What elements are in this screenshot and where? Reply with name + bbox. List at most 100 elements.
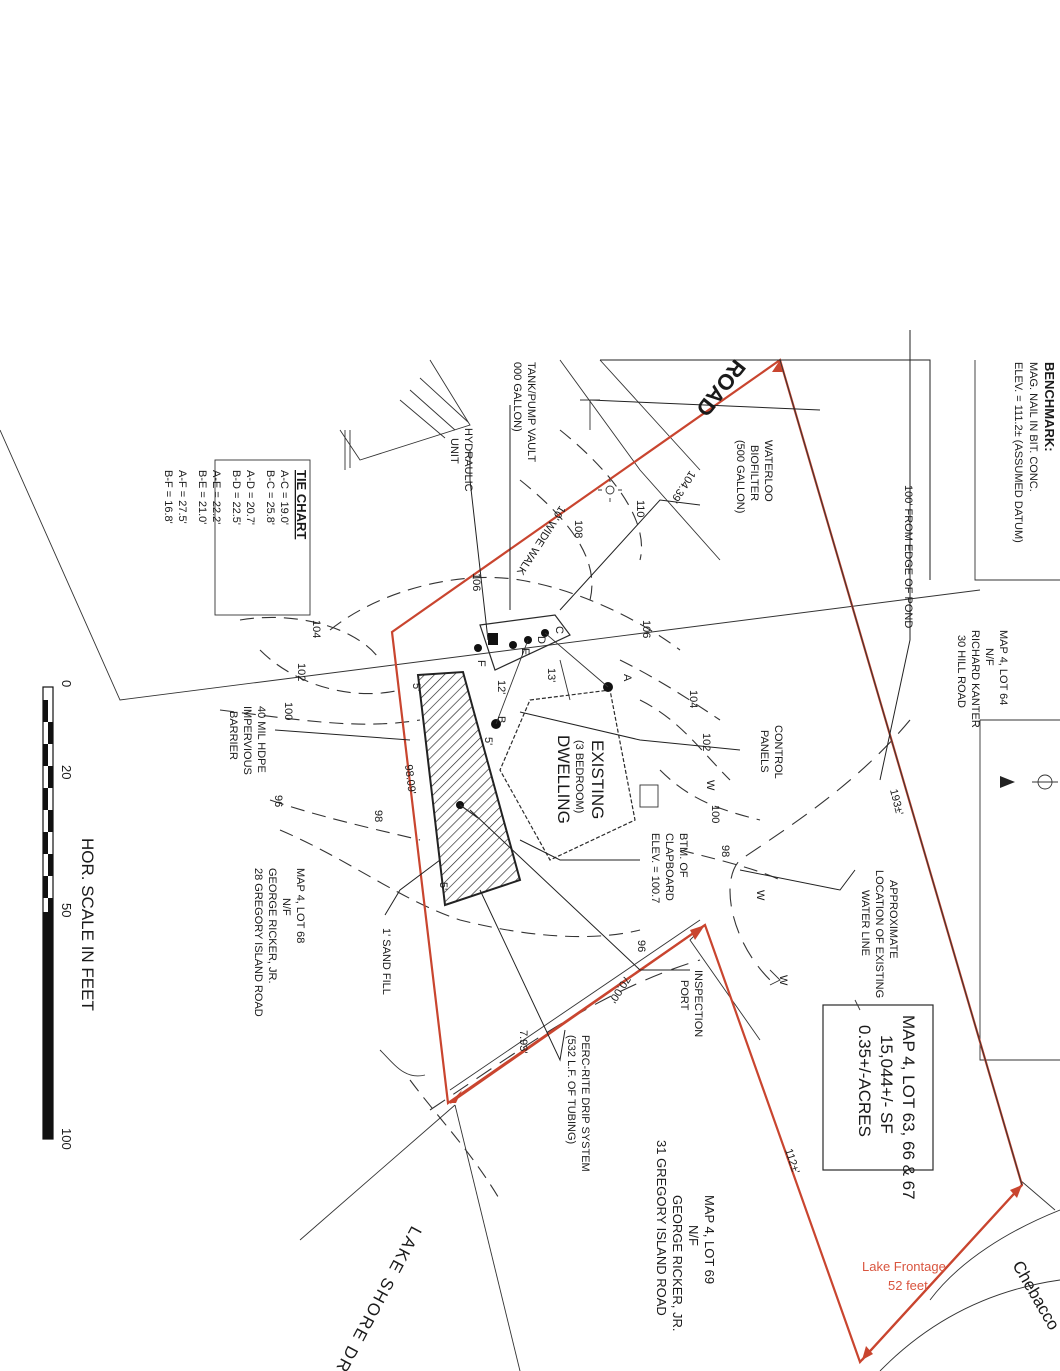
svg-text:0.35+/-ACRES: 0.35+/-ACRES	[855, 1025, 874, 1137]
lot-line-east-2	[979, 720, 1060, 1061]
svg-text:PORT: PORT	[678, 980, 690, 1011]
light-pole-icon	[598, 478, 622, 502]
dim-98-09: 98.09'	[402, 764, 418, 795]
leader-hydraulic	[469, 450, 489, 641]
road-edge	[599, 359, 701, 471]
svg-text:BIOFILTER: BIOFILTER	[748, 445, 760, 501]
svg-text:PANELS: PANELS	[758, 730, 770, 773]
tie-point-f	[474, 644, 482, 652]
contour-label: 102	[295, 663, 307, 681]
contour-106	[329, 576, 681, 651]
leader-control	[519, 711, 741, 751]
leader-pond	[879, 330, 911, 781]
svg-text:CLAPBOARD: CLAPBOARD	[663, 833, 675, 901]
scale-tick-0: 0	[59, 680, 74, 687]
tie-chart-box	[214, 459, 311, 616]
structure-edge	[344, 430, 351, 470]
lake-frontage-value: 52 feet	[888, 1278, 928, 1293]
black-diagonal	[449, 919, 701, 1091]
contour-96	[279, 829, 641, 938]
svg-text:RICHARD KANTER: RICHARD KANTER	[969, 630, 981, 728]
svg-text:28 GREGORY ISLAND ROAD: 28 GREGORY ISLAND ROAD	[252, 868, 264, 1017]
existing-dwelling	[499, 689, 636, 861]
dwelling-steps	[639, 784, 659, 808]
svg-text:MAP 4, LOT 69: MAP 4, LOT 69	[702, 1195, 717, 1284]
dim-13: 13'	[545, 668, 557, 682]
svg-text:15,044+/- SF: 15,044+/- SF	[877, 1035, 896, 1134]
leader-biofilter	[559, 499, 701, 611]
svg-text:BENCHMARK:: BENCHMARK:	[1042, 362, 1057, 452]
offset-line	[779, 359, 1023, 1186]
dim-104-39: 104.39'	[668, 468, 698, 505]
svg-text:INSPECTION: INSPECTION	[692, 970, 704, 1037]
road-label: ROAD	[691, 355, 751, 421]
boundary-arrowhead-2	[450, 1090, 462, 1103]
waterline-end	[769, 969, 781, 986]
pond-edge	[929, 1209, 1060, 1301]
svg-text:B-C = 25.8': B-C = 25.8'	[264, 470, 276, 525]
tank-pump-vault	[479, 614, 571, 671]
frontage-arrowhead-1	[862, 1346, 873, 1360]
svg-text:HYDRAULIC: HYDRAULIC	[462, 428, 474, 492]
control-callout: CONTROL PANELS	[758, 725, 784, 779]
dim-5c: 5'	[437, 882, 449, 890]
dim-70: 70.00'	[606, 973, 632, 1004]
waterline-mark: W	[704, 780, 716, 791]
lake-drive-edge-1	[454, 1104, 521, 1371]
svg-text:GEORGE RICKER, JR.: GEORGE RICKER, JR.	[266, 868, 278, 984]
lake-shore-drive-label: LAKE SHORE DRIVE	[316, 1223, 425, 1371]
tie-chart: TIE CHART A-C = 19.0' B-C = 25.8' A-D = …	[162, 470, 309, 539]
label-b: B	[495, 716, 507, 723]
tie-lines	[495, 632, 609, 725]
pond-corner	[1019, 1179, 1056, 1211]
scale-tick-100: 100	[59, 1128, 74, 1150]
hdpe-callout: 40 MIL HDPE IMPERVIOUS BARRIER	[227, 706, 267, 775]
svg-text:MAP 4, LOT 64: MAP 4, LOT 64	[997, 630, 1009, 705]
waterline-mark: W	[754, 890, 766, 901]
svg-text:BTM. OF: BTM. OF	[677, 833, 689, 878]
subject-parcel-label: MAP 4, LOT 63, 66 & 67 15,044+/- SF 0.35…	[855, 1015, 918, 1200]
frontage-arrow-line	[861, 1184, 1023, 1361]
svg-text:LOCATION OF EXISTING: LOCATION OF EXISTING	[873, 870, 885, 998]
svg-text:BARRIER: BARRIER	[227, 711, 239, 760]
contour-label: 104	[310, 620, 322, 638]
contour-102	[259, 649, 731, 781]
contour-label: 96	[272, 795, 284, 807]
svg-text:WATER LINE: WATER LINE	[859, 890, 871, 956]
leader-inspection	[469, 809, 690, 971]
dim-193: 193±'	[887, 788, 905, 817]
tie-point-e	[509, 641, 517, 649]
contour-label: 100	[282, 702, 294, 720]
hatch-lines	[399, 377, 469, 439]
percrite-callout: PERC-RITE DRIP SYSTEM (532 L.F. OF TUBIN…	[565, 1035, 591, 1172]
svg-text:(3 BEDROOM): (3 BEDROOM)	[573, 740, 585, 813]
tree-symbol	[379, 1049, 426, 1077]
svg-text:B-F = 16.8': B-F = 16.8'	[162, 470, 174, 524]
pond-offset-note: 100' FROM EDGE OF POND	[902, 485, 914, 628]
svg-text:IMPERVIOUS: IMPERVIOUS	[241, 706, 253, 775]
hydraulic-callout: HYDRAULIC UNIT	[448, 428, 474, 492]
svg-text:PERC-RITE DRIP SYSTEM: PERC-RITE DRIP SYSTEM	[579, 1035, 591, 1172]
benchmark-note: BENCHMARK: MAG. NAIL IN BIT. CONC. ELEV.…	[1012, 362, 1057, 543]
svg-text:31 GREGORY ISLAND ROAD: 31 GREGORY ISLAND ROAD	[654, 1140, 669, 1316]
boundary-diagonal	[449, 924, 706, 1104]
svg-text:MAP 4, LOT 63, 66 & 67: MAP 4, LOT 63, 66 & 67	[899, 1015, 918, 1200]
contour-label: 106	[640, 620, 652, 638]
dim-5a: 5'	[410, 683, 422, 691]
contour-label: 102	[700, 733, 712, 751]
clapboard-callout: BTM. OF CLAPBOARD ELEV. = 100.7	[649, 833, 689, 903]
inspection-callout: INSPECTION PORT	[678, 970, 704, 1037]
abutter-lot68: MAP 4, LOT 68 N/F GEORGE RICKER, JR. 28 …	[252, 868, 306, 1017]
contour-label: 104	[687, 690, 699, 708]
svg-text:(500 GALLON): (500 GALLON)	[734, 440, 746, 513]
tank-callout: TANK/PUMP VAULT 000 GALLON)	[511, 362, 537, 462]
svg-text:A-E = 22.2': A-E = 22.2'	[210, 470, 222, 524]
dim-12: 12'	[495, 680, 507, 694]
dwelling-label: EXISTING (3 BEDROOM) DWELLING	[554, 735, 607, 824]
sandfill-callout: 1' SAND FILL	[380, 928, 392, 995]
label-c: C	[553, 626, 565, 634]
svg-text:B-E = 21.0': B-E = 21.0'	[196, 470, 208, 524]
chebacco-label: Chebacco	[1009, 1258, 1060, 1334]
svg-text:TIE CHART: TIE CHART	[294, 470, 309, 539]
svg-text:CONTROL: CONTROL	[772, 725, 784, 779]
